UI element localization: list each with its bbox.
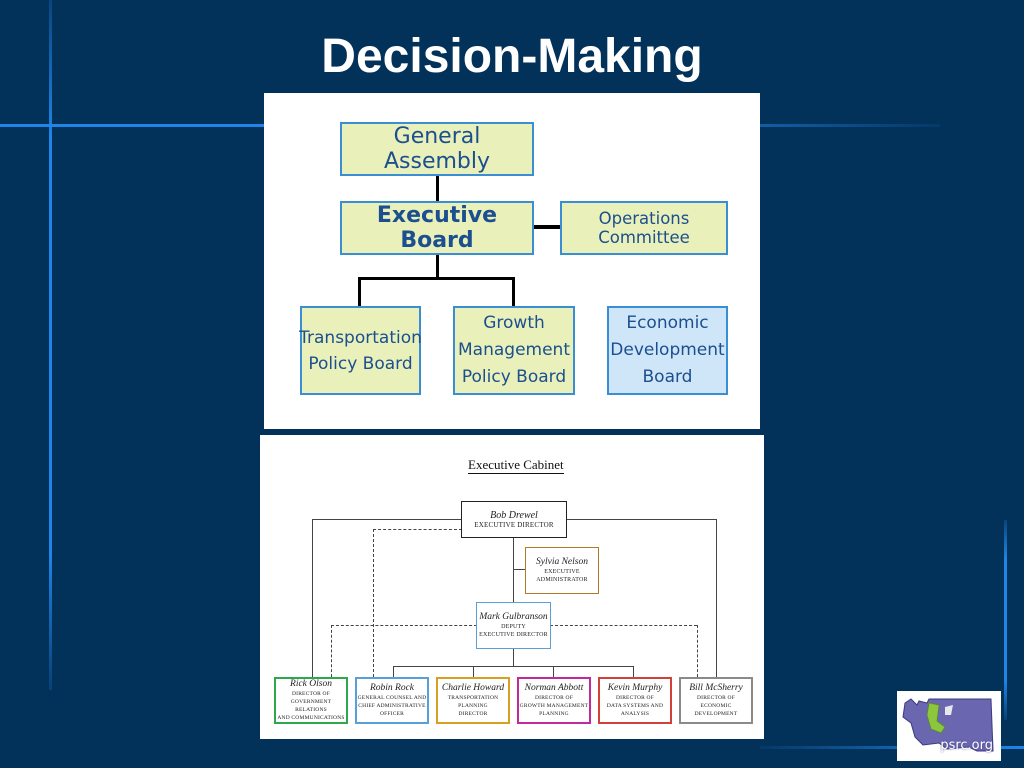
connector-policy-bar [358,277,514,280]
washington-map-icon [902,698,994,752]
to-charlie-line [473,666,474,677]
to-kevin-line [633,666,634,677]
cabinet-box-bob-drewel: Bob Drewel Executive Director [461,501,567,538]
connector-assembly-board [436,175,439,203]
psrc-logo-text: psrc.org [940,738,993,753]
director-to-deputy-line [513,537,514,603]
director-to-administrator-line [513,569,525,570]
governance-org-chart: General Assembly Executive Board Operati… [264,93,760,429]
staff-bar-line [393,666,633,667]
slide-title: Decision-Making [321,30,703,83]
cabinet-role: Director of Data Systems and Analysis [606,695,664,717]
deputy-down-line [513,648,514,666]
dashed-to-bill-line [697,625,698,677]
outer-left-top-line [312,519,462,520]
cabinet-name: Norman Abbott [524,683,584,693]
cabinet-box-bill-mcsherry: Bill McSherry Director of Economic Devel… [679,677,753,724]
economic-development-board-box: Economic Development Board [607,306,728,395]
economic-development-board-label: Economic Development Board [610,313,725,387]
cabinet-box-sylvia-nelson: Sylvia Nelson Executive Administrator [525,547,599,594]
executive-cabinet-title: Executive Cabinet [468,457,564,474]
general-assembly-label: General Assembly [383,124,491,174]
executive-board-box: Executive Board [340,201,534,255]
cabinet-role: Director of Growth Management Planning [519,695,589,717]
cabinet-box-mark-gulbranson: Mark Gulbranson Deputy Executive Directo… [476,602,551,649]
cabinet-role: General Counsel and Chief Administrative… [357,695,427,717]
cabinet-role: Executive Director [474,521,554,529]
cabinet-box-charlie-howard: Charlie Howard Transportation Planning D… [436,677,510,724]
operations-committee-box: Operations Committee [560,201,728,255]
growth-management-policy-board-label: Growth Management Policy Board [458,313,570,387]
cabinet-name: Rick Olson [290,679,332,689]
cabinet-name: Charlie Howard [441,683,505,693]
dashed-robin-vertical-line [373,529,374,677]
cabinet-box-norman-abbott: Norman Abbott Director of Growth Managem… [517,677,591,724]
to-robin-line [393,666,394,677]
connector-board-down [436,253,439,279]
growth-management-policy-board-box: Growth Management Policy Board [453,306,575,395]
connector-board-operations [534,225,561,229]
cabinet-box-kevin-murphy: Kevin Murphy Director of Data Systems an… [598,677,672,724]
cabinet-box-robin-rock: Robin Rock General Counsel and Chief Adm… [355,677,429,724]
cabinet-role: Deputy Executive Director [479,624,548,638]
outer-left-vertical-line [312,519,313,677]
outer-right-top-line [565,519,716,520]
to-norman-line [553,666,554,677]
dashed-deputy-right-line [550,625,697,626]
connector-to-transportation [358,277,361,307]
cabinet-name: Bob Drewel [490,510,538,521]
cabinet-role: Director of Economic Development [694,695,738,717]
decorative-vertical-line-right [1004,520,1007,720]
transportation-policy-board-box: Transportation Policy Board [299,306,422,395]
dashed-director-to-robin-line [373,529,462,530]
executive-cabinet-chart: Executive Cabinet Bob Drewel Executive D… [260,435,764,739]
cabinet-name: Bill McSherry [689,683,743,693]
outer-right-vertical-line [716,519,717,677]
operations-committee-label: Operations Committee [598,209,690,247]
cabinet-role: Executive Administrator [536,569,588,583]
cabinet-role: Transportation Planning Director [447,695,499,717]
general-assembly-box: General Assembly [340,122,534,176]
psrc-logo: psrc.org [897,691,1001,761]
cabinet-name: Mark Gulbranson [479,612,548,622]
decorative-vertical-line-left [49,0,52,690]
executive-board-label: Executive Board [376,203,498,253]
cabinet-role: Director of Government Relations and Com… [277,691,345,721]
cabinet-name: Robin Rock [369,683,415,693]
dashed-deputy-left-line [331,625,477,626]
dashed-to-rick-line [331,625,332,677]
cabinet-name: Kevin Murphy [607,683,663,693]
cabinet-name: Sylvia Nelson [536,557,588,567]
cabinet-box-rick-olson: Rick Olson Director of Government Relati… [274,677,348,724]
connector-to-growth [512,277,515,307]
transportation-policy-board-label: Transportation Policy Board [299,327,422,374]
